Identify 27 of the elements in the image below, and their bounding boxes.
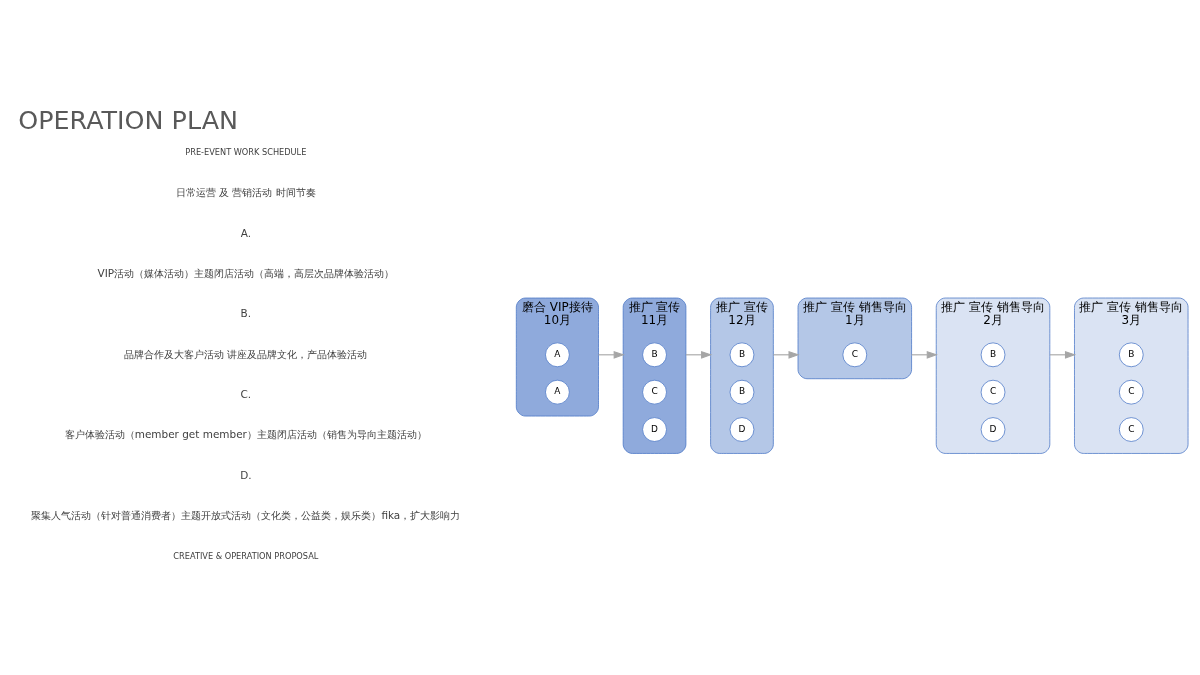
label: 聚集人气活动（针对普通消费者）主题开放式活动（文化类，公益类，娱乐类）fika，扩大影响力 [31,508,461,521]
node-circle: D [642,416,667,442]
node-circle: C [642,379,667,404]
label: VIP活动（媒体活动）主题闭店活动（高端，高层次品牌体验活动） [97,266,395,279]
node-circle: B [642,342,667,367]
label: C. [240,387,252,400]
label: 客户体验活动（member get member）主题闭店活动（销售为导向主题活动） [64,427,427,440]
node-circle: C [1118,416,1144,442]
node-circle: B [729,379,755,404]
label: D. [240,468,252,481]
label: A. [240,226,251,239]
node-circle: B [1118,342,1144,367]
label: PRE-EVENT WORK SCHEDULE [185,146,307,157]
node-circle: B [980,342,1006,367]
label: CREATIVE & OPERATION PROPOSAL [173,550,319,561]
node-circle: A [545,379,570,404]
node-circle: B [729,342,755,367]
node-circle: C [980,379,1006,404]
node-circle: C [842,342,868,367]
label: 品牌合作及大客户活动 讲座及品牌文化，产品体验活动 [124,347,368,360]
node-circle: D [980,416,1006,442]
node-circle: A [545,342,570,367]
label: B. [240,306,252,319]
label: 日常运营 及 营销活动 时间节奏 [175,185,316,198]
node-circle: D [729,416,755,442]
diagram-title: OPERATION PLAN [18,104,239,135]
node-circle: C [1118,379,1144,404]
